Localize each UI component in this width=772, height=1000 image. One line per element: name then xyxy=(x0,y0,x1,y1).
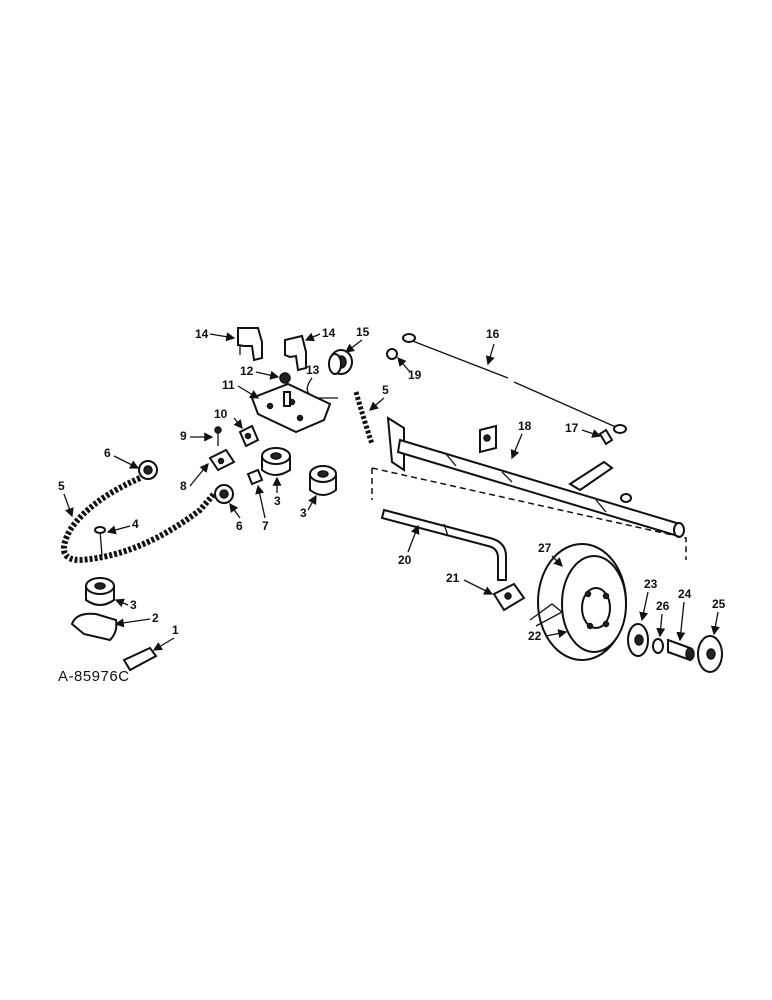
callout-5-right: 5 xyxy=(369,383,389,411)
callout-label-6: 6 xyxy=(104,446,111,460)
roller-part-center xyxy=(261,447,291,476)
callout-2: 2 xyxy=(114,611,159,628)
bushing-part-center xyxy=(214,484,234,504)
callout-label-24: 24 xyxy=(678,587,692,601)
callout-label-5: 5 xyxy=(382,383,389,397)
callout-label-10: 10 xyxy=(214,407,228,421)
pin-part xyxy=(214,426,222,446)
callout-label-22: 22 xyxy=(528,629,542,643)
callout-label-8: 8 xyxy=(180,479,187,493)
callout-19: 19 xyxy=(397,357,422,382)
callout-24: 24 xyxy=(676,587,692,642)
idler-pulley-small xyxy=(328,349,353,375)
callout-label-21: 21 xyxy=(446,571,460,585)
callout-label-3: 3 xyxy=(130,598,137,612)
callout-label-2: 2 xyxy=(152,611,159,625)
spring-wire-part xyxy=(529,603,564,627)
bracket-part-right xyxy=(284,334,307,372)
callout-label-5: 5 xyxy=(58,479,65,493)
callout-label-19: 19 xyxy=(408,368,422,382)
bushing-part-left xyxy=(138,460,158,480)
callout-15: 15 xyxy=(344,325,370,353)
small-clip-part xyxy=(598,428,614,446)
callout-5-left: 5 xyxy=(58,479,74,518)
callout-label-3: 3 xyxy=(300,506,307,520)
callout-label-11: 11 xyxy=(222,378,235,392)
callout-13: 13 xyxy=(306,363,320,377)
callout-6-center: 6 xyxy=(229,502,243,533)
callout-label-13: 13 xyxy=(306,363,320,377)
disc-wheel-part xyxy=(537,543,627,661)
callout-label-16: 16 xyxy=(486,327,500,341)
callout-label-6: 6 xyxy=(236,519,243,533)
callout-label-1: 1 xyxy=(172,623,179,637)
mounting-plate-part xyxy=(250,382,332,434)
callout-label-14: 14 xyxy=(195,327,209,341)
roll-pin-part xyxy=(122,646,158,672)
flange-part xyxy=(627,623,649,657)
callout-label-18: 18 xyxy=(518,419,532,433)
crank-rod-part xyxy=(380,508,507,581)
callout-11: 11 xyxy=(222,378,260,399)
callout-22: 22 xyxy=(528,629,568,643)
callout-9: 9 xyxy=(180,429,214,443)
roller-part-right xyxy=(309,465,337,496)
callout-17: 17 xyxy=(565,421,602,438)
callout-27: 27 xyxy=(538,541,563,567)
axle-tube-part xyxy=(386,416,685,538)
hub-part xyxy=(697,635,723,673)
callout-3-right: 3 xyxy=(300,494,317,520)
callout-14-left: 14 xyxy=(195,327,236,342)
fitting-part xyxy=(492,582,526,612)
clip-part xyxy=(238,424,260,448)
callout-14-right: 14 xyxy=(304,326,336,342)
bracket-part-left xyxy=(237,327,263,362)
callout-1: 1 xyxy=(152,623,179,651)
assembly-dashed-box xyxy=(371,467,687,560)
tie-rod-part xyxy=(402,333,627,434)
callout-label-15: 15 xyxy=(356,325,370,339)
callout-21: 21 xyxy=(446,571,494,595)
shaft-part xyxy=(667,638,695,662)
callout-6-left: 6 xyxy=(104,446,140,469)
callout-16: 16 xyxy=(485,327,500,366)
small-bolt-part xyxy=(279,372,291,384)
roller-part-lower xyxy=(85,577,115,606)
callout-label-9: 9 xyxy=(180,429,187,443)
callout-10: 10 xyxy=(214,407,243,430)
washer-part xyxy=(652,638,664,654)
block-part xyxy=(208,448,236,472)
callout-label-7: 7 xyxy=(262,519,269,533)
callout-3-lower: 3 xyxy=(114,598,137,612)
callout-12: 12 xyxy=(240,364,280,380)
callout-label-23: 23 xyxy=(644,577,658,591)
callout-label-12: 12 xyxy=(240,364,254,378)
callout-label-3: 3 xyxy=(274,494,281,508)
nut-part xyxy=(386,348,398,360)
callout-8: 8 xyxy=(180,462,209,493)
figure-id: A-85976C xyxy=(58,668,130,685)
callout-20: 20 xyxy=(398,524,420,567)
callout-label-26: 26 xyxy=(656,599,670,613)
callout-label-14: 14 xyxy=(322,326,336,340)
callout-7: 7 xyxy=(255,484,269,533)
callout-23: 23 xyxy=(639,577,658,622)
callout-label-20: 20 xyxy=(398,553,412,567)
callout-3-center: 3 xyxy=(272,476,282,508)
callout-label-17: 17 xyxy=(565,421,579,435)
callout-4: 4 xyxy=(106,517,139,535)
key-part xyxy=(246,468,264,486)
strap-bracket-part xyxy=(70,612,118,642)
bolt-part xyxy=(94,526,106,557)
callout-26: 26 xyxy=(656,599,670,638)
callout-18: 18 xyxy=(510,419,532,460)
short-chain-part xyxy=(353,391,375,445)
callout-label-25: 25 xyxy=(712,597,726,611)
callout-25: 25 xyxy=(710,597,726,636)
callout-label-27: 27 xyxy=(538,541,552,555)
drive-chain-loop xyxy=(60,475,217,564)
callout-label-4: 4 xyxy=(132,517,139,531)
